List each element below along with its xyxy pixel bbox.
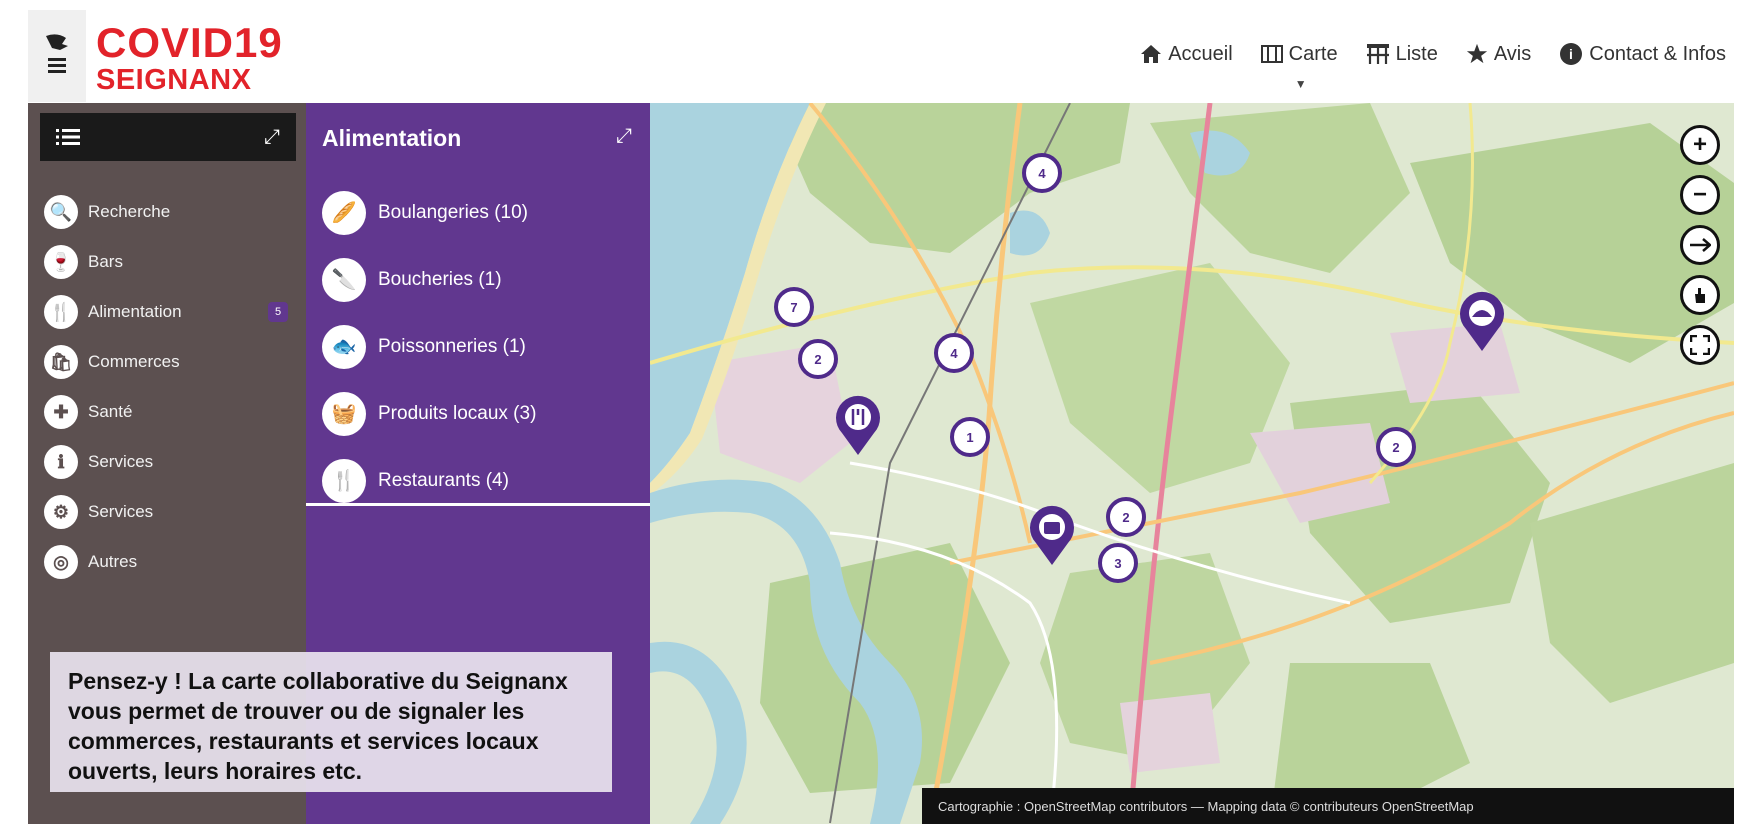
- chevron-down-icon: ▼: [1294, 76, 1307, 91]
- fullscreen-icon: [1690, 335, 1710, 355]
- basket-icon: 🧺: [322, 391, 366, 436]
- map-cluster-marker[interactable]: 4: [1022, 153, 1062, 193]
- sub-item-label: Poissonneries (1): [378, 335, 526, 357]
- sidebar-item-label: Santé: [88, 402, 133, 421]
- sub-item-label: Boucheries (1): [378, 268, 502, 290]
- bread-pin-icon[interactable]: [1456, 289, 1508, 353]
- map-view[interactable]: 4 7 2 4 1 2 3 2 + −: [650, 103, 1734, 824]
- zoom-in-button[interactable]: +: [1680, 125, 1720, 165]
- map-controls: + −: [1680, 125, 1720, 365]
- restaurant-pin-icon[interactable]: [832, 393, 884, 457]
- sub-item-restaurants[interactable]: 🍴 Restaurants (4): [322, 447, 642, 514]
- nav-home-label: Accueil: [1168, 42, 1233, 65]
- fullscreen-button[interactable]: [1680, 325, 1720, 365]
- app-header: COVID19 SEIGNANX Accueil Carte ▼ Liste: [28, 10, 1734, 102]
- hand-icon: [1695, 288, 1705, 303]
- logo-emblem[interactable]: [28, 10, 86, 102]
- sub-item-label: Restaurants (4): [378, 469, 509, 491]
- nav-map[interactable]: Carte ▼: [1260, 42, 1338, 91]
- info-icon: i: [1560, 43, 1583, 65]
- sidebar-header: ⤢: [40, 113, 296, 161]
- star-icon: [1466, 43, 1487, 64]
- divider: [306, 503, 650, 506]
- sidebar-item-label: Bars: [88, 252, 123, 271]
- nav-home[interactable]: Accueil: [1140, 42, 1233, 66]
- logo-subtitle: SEIGNANX: [96, 64, 252, 96]
- map-cluster-marker[interactable]: 2: [1376, 427, 1416, 467]
- top-nav: Accueil Carte ▼ Liste Avis: [1140, 42, 1726, 91]
- sidebar-item-label: Alimentation: [88, 302, 182, 321]
- shopping-icon: 🛍: [44, 345, 78, 379]
- list-icon[interactable]: [56, 129, 80, 145]
- expand-icon[interactable]: ⤢: [616, 125, 632, 147]
- expand-icon[interactable]: ⤢: [264, 126, 280, 148]
- table-icon: [1366, 44, 1389, 64]
- svg-text:i: i: [1569, 46, 1573, 62]
- locate-button[interactable]: [1680, 275, 1720, 315]
- map-cluster-marker[interactable]: 7: [774, 287, 814, 327]
- restaurant-icon: 🍴: [322, 458, 366, 503]
- info-callout: Pensez-y ! La carte collaborative du Sei…: [50, 652, 612, 792]
- sub-item-local-products[interactable]: 🧺 Produits locaux (3): [322, 380, 642, 447]
- map-cluster-marker[interactable]: 4: [934, 333, 974, 373]
- nav-list[interactable]: Liste: [1366, 43, 1438, 66]
- drink-icon: 🍷: [44, 245, 78, 279]
- sub-item-fishmongers[interactable]: 🐟 Poissonneries (1): [322, 313, 642, 380]
- public-icon: ℹ: [44, 445, 78, 479]
- sidebar-item-shops[interactable]: 🛍 Commerces: [44, 337, 294, 387]
- count-badge: 5: [268, 302, 288, 322]
- sidebar-item-bars[interactable]: 🍷 Bars: [44, 237, 294, 287]
- minus-icon: −: [1692, 181, 1707, 208]
- fork-knife-icon: 🍴: [44, 295, 78, 329]
- map-cluster-marker[interactable]: 2: [1106, 497, 1146, 537]
- sub-item-label: Produits locaux (3): [378, 402, 537, 424]
- nav-reviews-label: Avis: [1493, 42, 1532, 65]
- health-icon: ✚: [44, 395, 78, 429]
- sidebar-item-food[interactable]: 🍴 Alimentation 5: [44, 287, 294, 337]
- sidebar-item-search[interactable]: 🔍 Recherche: [44, 187, 294, 237]
- sub-item-label: Boulangeries (10): [378, 201, 528, 223]
- other-icon: ◎: [44, 545, 78, 579]
- sub-item-bakeries[interactable]: 🥖 Boulangeries (10): [322, 179, 642, 246]
- lion-emblem-icon: [46, 34, 68, 73]
- category-list: 🔍 Recherche 🍷 Bars 🍴 Alimentation 5 🛍 Co…: [44, 187, 294, 587]
- logo-title: COVID19: [96, 19, 283, 66]
- map-icon: [1260, 45, 1283, 63]
- sidebar-item-label: Commerces: [88, 352, 180, 371]
- sidebar-item-other[interactable]: ◎ Autres: [44, 537, 294, 587]
- sidebar-item-label: Recherche: [88, 202, 171, 221]
- subcategory-list: 🥖 Boulangeries (10) 🔪 Boucheries (1) 🐟 P…: [322, 179, 642, 514]
- nav-list-label: Liste: [1395, 42, 1438, 65]
- sidebar-item-health[interactable]: ✚ Santé: [44, 387, 294, 437]
- basket-pin-icon[interactable]: [1026, 503, 1078, 567]
- plus-icon: +: [1692, 131, 1707, 158]
- map-attribution: Cartographie : OpenStreetMap contributor…: [922, 788, 1734, 824]
- service-icon: ⚙: [44, 495, 78, 529]
- sidebar-item-label: Services: [88, 502, 154, 521]
- nav-reviews[interactable]: Avis: [1466, 43, 1531, 66]
- map-cluster-marker[interactable]: 1: [950, 417, 990, 457]
- map-tiles: [650, 103, 1734, 824]
- fish-icon: 🐟: [322, 324, 366, 369]
- sidebar-item-label: Autres: [88, 552, 138, 571]
- nav-contact[interactable]: i Contact & Infos: [1559, 42, 1726, 66]
- map-cluster-marker[interactable]: 2: [798, 339, 838, 379]
- home-icon: [1141, 45, 1162, 63]
- sub-item-butchers[interactable]: 🔪 Boucheries (1): [322, 246, 642, 313]
- subcategory-title: Alimentation: [322, 125, 462, 151]
- map-cluster-marker[interactable]: 3: [1098, 543, 1138, 583]
- sidebar-item-label: Services: [88, 452, 154, 471]
- search-icon: 🔍: [44, 195, 78, 229]
- layers-button[interactable]: [1680, 225, 1720, 265]
- sidebar-item-public-services[interactable]: ℹ Services: [44, 437, 294, 487]
- sidebar-item-services[interactable]: ⚙ Services: [44, 487, 294, 537]
- bread-icon: 🥖: [322, 190, 366, 235]
- layers-icon: [1690, 238, 1711, 252]
- nav-map-label: Carte: [1288, 42, 1338, 65]
- knife-icon: 🔪: [322, 257, 366, 302]
- logo-wordmark[interactable]: COVID19 SEIGNANX: [96, 22, 283, 95]
- nav-contact-label: Contact & Infos: [1589, 42, 1726, 65]
- zoom-out-button[interactable]: −: [1680, 175, 1720, 215]
